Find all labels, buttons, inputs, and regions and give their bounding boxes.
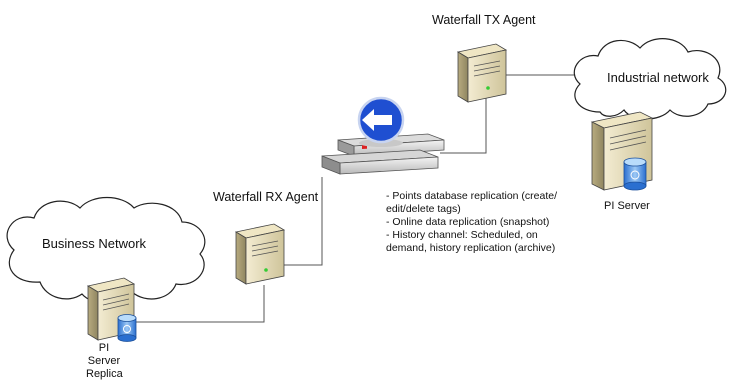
- line-rx-to-replica: [135, 285, 265, 323]
- tx-agent-server: [456, 43, 508, 103]
- pi-server-label: PI Server: [604, 200, 650, 212]
- note-line: - History channel: Scheduled, on: [386, 229, 538, 241]
- pi-replica-line-3: Replica: [86, 368, 123, 380]
- note-line: - Points database replication (create/: [386, 190, 558, 202]
- line-gateway-to-rx: [274, 177, 323, 266]
- industrial-network-label: Industrial network: [607, 70, 709, 85]
- rx-agent-server: [234, 223, 286, 285]
- connector-lines: [135, 74, 575, 323]
- left-arrow-sign-icon: [357, 96, 405, 147]
- note-line: edit/delete tags): [386, 203, 461, 215]
- pi-replica-label: PI Server Replica: [86, 342, 123, 381]
- database-icon: [623, 157, 647, 191]
- pi-replica-line-1: PI: [98, 342, 110, 354]
- pi-replica-line-2: Server: [87, 355, 121, 367]
- replication-notes: - Points database replication (create/ e…: [386, 190, 557, 255]
- business-network-label: Business Network: [42, 236, 147, 251]
- tx-agent-label: Waterfall TX Agent: [432, 13, 536, 27]
- database-icon: [117, 314, 137, 342]
- note-line: - Online data replication (snapshot): [386, 216, 550, 228]
- line-tx-to-gateway: [440, 98, 487, 154]
- rx-agent-label: Waterfall RX Agent: [213, 190, 319, 204]
- note-line: demand, history replication (archive): [386, 242, 556, 254]
